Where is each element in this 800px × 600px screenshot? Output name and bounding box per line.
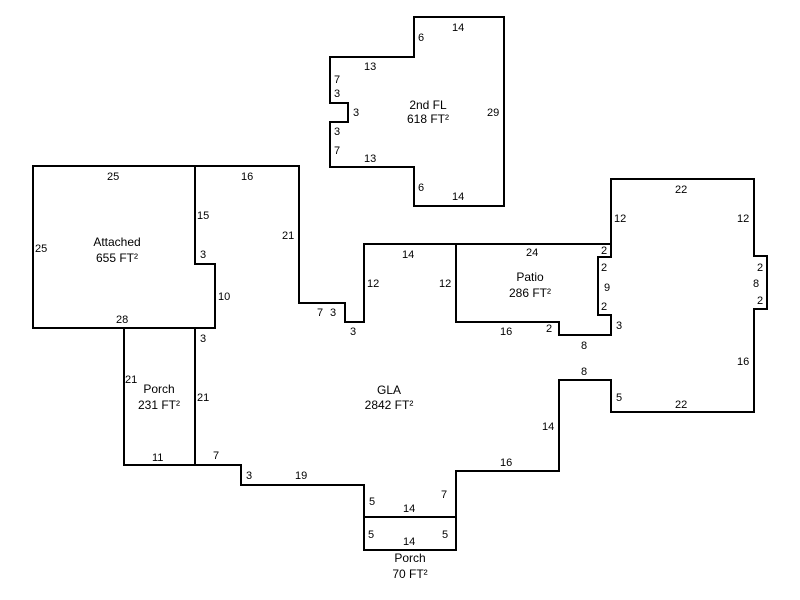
dimension-label: 6 <box>418 182 424 194</box>
dimension-label: 28 <box>116 314 128 326</box>
dimension-label: 12 <box>439 278 451 290</box>
area-label-porch-bottom: Porch <box>394 551 425 565</box>
dimension-label: 5 <box>368 529 374 541</box>
dimension-label: 7 <box>317 307 323 319</box>
dimension-label: 5 <box>442 529 448 541</box>
dimension-label: 21 <box>197 392 209 404</box>
dimension-label: 29 <box>487 107 499 119</box>
dimension-label: 3 <box>200 249 206 261</box>
dimension-label: 5 <box>369 496 375 508</box>
area-size-attached: 655 FT² <box>96 251 138 265</box>
dimension-label: 16 <box>500 457 512 469</box>
dimension-label: 14 <box>402 249 414 261</box>
dimension-label: 12 <box>367 278 379 290</box>
dimension-label: 22 <box>675 184 687 196</box>
dimension-label: 3 <box>616 320 622 332</box>
area-label-porch-left: Porch <box>143 382 174 396</box>
dimension-label: 3 <box>353 107 359 119</box>
dimension-label: 2 <box>757 262 763 274</box>
dimension-label: 2 <box>601 301 607 313</box>
second-floor-outline[interactable] <box>329 16 505 207</box>
dimension-label: 10 <box>218 291 230 303</box>
area-label-patio: Patio <box>516 270 544 284</box>
dimension-label: 6 <box>418 32 424 44</box>
dimension-label: 2 <box>601 262 607 274</box>
gla-dimensions: 16 21 7 3 3 12 14 12 7 3 19 5 7 16 14 8 … <box>213 171 763 508</box>
area-label-second-floor: 2nd FL <box>409 98 447 112</box>
dimension-label: 7 <box>334 145 340 157</box>
dimension-label: 13 <box>364 153 376 165</box>
dimension-label: 12 <box>737 213 749 225</box>
dimension-label: 8 <box>581 340 587 352</box>
second-floor-dimensions: 14 6 13 7 3 3 3 7 13 6 14 29 <box>334 22 499 203</box>
porch-left-outline[interactable] <box>123 327 196 466</box>
dimension-label: 16 <box>737 356 749 368</box>
dimension-label: 22 <box>675 399 687 411</box>
dimension-label: 2 <box>757 295 763 307</box>
area-size-gla: 2842 FT² <box>365 398 414 412</box>
dimension-label: 2 <box>546 323 552 335</box>
dimension-label: 11 <box>152 452 163 464</box>
dimension-label: 16 <box>500 326 512 338</box>
dimension-label: 14 <box>403 536 415 548</box>
dimension-label: 3 <box>334 88 340 100</box>
dimension-label: 8 <box>753 278 759 290</box>
dimension-label: 12 <box>614 213 626 225</box>
dimension-label: 25 <box>107 171 119 183</box>
area-size-porch-bottom: 70 FT² <box>392 567 427 581</box>
dimension-label: 14 <box>542 421 554 433</box>
dimension-label: 7 <box>213 450 219 462</box>
dimension-label: 13 <box>364 61 376 73</box>
dimension-label: 21 <box>282 230 294 242</box>
porch-left-dimensions: 21 11 3 21 <box>125 333 209 464</box>
dimension-label: 3 <box>350 326 356 338</box>
dimension-label: 8 <box>581 366 587 378</box>
dimension-label: 14 <box>452 191 464 203</box>
dimension-label: 2 <box>601 245 607 257</box>
porch-bottom-outline[interactable] <box>363 516 457 551</box>
patio-dimensions: 24 2 2 9 2 3 16 2 <box>500 245 622 338</box>
gla-outline[interactable] <box>194 165 768 518</box>
dimension-label: 5 <box>616 392 622 404</box>
area-size-patio: 286 FT² <box>509 286 551 300</box>
area-label-gla: GLA <box>377 383 401 397</box>
area-size-second-floor: 618 FT² <box>407 112 449 126</box>
dimension-label: 3 <box>330 307 336 319</box>
area-label-attached: Attached <box>93 235 140 249</box>
dimension-label: 15 <box>197 210 209 222</box>
dimension-label: 25 <box>35 243 47 255</box>
dimension-label: 3 <box>334 126 340 138</box>
patio-outline[interactable] <box>455 243 612 336</box>
dimension-label: 9 <box>604 282 610 294</box>
dimension-label: 7 <box>441 489 447 501</box>
dimension-label: 7 <box>334 74 340 86</box>
porch-bottom-dimensions: 14 5 5 14 <box>368 503 448 548</box>
dimension-label: 21 <box>125 374 137 386</box>
dimension-label: 14 <box>403 503 415 515</box>
dimension-label: 24 <box>526 247 538 259</box>
dimension-label: 16 <box>241 171 253 183</box>
dimension-label: 19 <box>295 470 307 482</box>
area-size-porch-left: 231 FT² <box>138 398 180 412</box>
attached-dimensions: 25 25 15 3 10 28 <box>35 171 230 326</box>
dimension-label: 3 <box>200 333 206 345</box>
dimension-label: 3 <box>246 470 252 482</box>
dimension-label: 14 <box>452 22 464 34</box>
